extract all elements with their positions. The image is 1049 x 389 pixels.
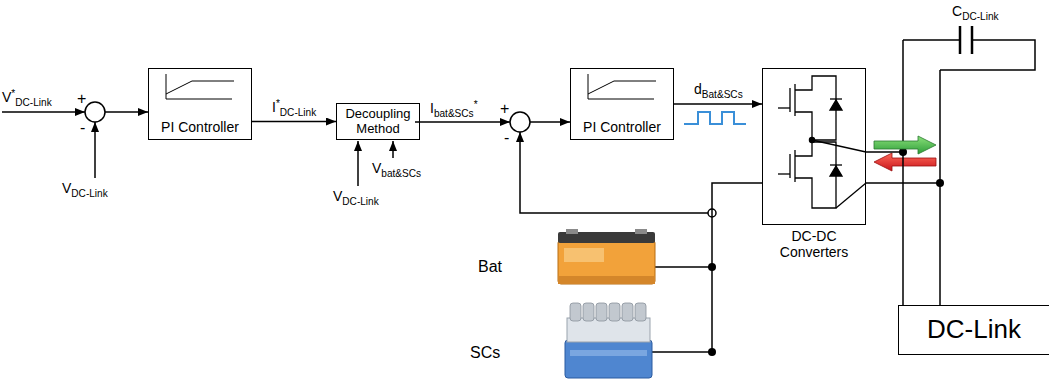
pwm-pulse xyxy=(684,112,746,124)
storage-wire xyxy=(652,351,712,353)
text-part: DC-Link xyxy=(71,188,107,199)
controller-box: PI Controller xyxy=(148,68,252,140)
node-text: DC-DC Converters xyxy=(774,229,854,260)
capacitor-symbol xyxy=(959,26,962,54)
mosfet-symbol xyxy=(778,140,842,208)
mosfet-symbol xyxy=(778,76,842,140)
sign-label: - xyxy=(504,128,509,147)
text-part: DC-Link xyxy=(962,11,998,22)
sign-label: + xyxy=(500,99,509,118)
power-flow-arrow xyxy=(874,153,936,171)
text-part: V xyxy=(2,89,11,105)
edge-label: I*DC-Link xyxy=(271,98,317,119)
signal-label: Vbat&SCs xyxy=(372,160,421,180)
text-part: bat&SCs xyxy=(381,168,421,179)
signal-line xyxy=(105,111,148,113)
text-part: I xyxy=(272,99,276,115)
signal-label: VDC-Link xyxy=(333,188,379,208)
dc-rail xyxy=(902,40,904,152)
node-text: PI Controller xyxy=(161,120,239,136)
text-part: * xyxy=(276,98,280,109)
battery-picture xyxy=(558,229,655,284)
signal-line xyxy=(2,111,85,113)
signal-label: V*DC-Link xyxy=(2,88,52,109)
pi-icon xyxy=(166,74,232,99)
signal-line xyxy=(415,121,510,123)
signal-line xyxy=(392,141,394,158)
process-box: Decoupling Method xyxy=(336,103,420,140)
supercapacitor-picture xyxy=(565,303,652,378)
text-part: DC-Link xyxy=(280,107,316,118)
summing-junction xyxy=(510,112,530,132)
text-part: * xyxy=(474,99,478,110)
storage-wire xyxy=(655,266,712,268)
pi-icon xyxy=(588,74,654,99)
connector xyxy=(866,152,903,305)
junction-dot xyxy=(708,263,716,271)
mosfet-wire xyxy=(836,183,866,208)
text-part: * xyxy=(11,88,15,99)
text-part: V xyxy=(372,160,381,176)
signal-label: VDC-Link xyxy=(62,180,108,200)
edge-label: dBat&SCs xyxy=(693,81,744,101)
text-part: d xyxy=(694,81,702,97)
feedback-line xyxy=(520,132,712,213)
text-part: bat&SCs xyxy=(434,108,474,119)
junction-dot xyxy=(936,179,944,187)
connector xyxy=(252,121,336,123)
node-text: PI Controller xyxy=(583,120,661,136)
converter-outline xyxy=(762,68,866,225)
text-part: Bat&SCs xyxy=(702,89,743,100)
signal-line xyxy=(530,121,570,123)
junction-dot xyxy=(708,348,716,356)
storage-wire xyxy=(712,183,762,352)
text-part: C xyxy=(952,3,962,19)
text-part: V xyxy=(333,188,342,204)
dc-link-box: DC-Link xyxy=(898,305,1049,355)
capacitor-wire xyxy=(903,40,1035,70)
component-label: CDC-Link xyxy=(952,3,999,23)
text-part: I xyxy=(430,100,434,116)
dc-rail xyxy=(939,70,941,305)
controller-box: PI Controller xyxy=(570,68,674,140)
converter-box: DC-DC Converters xyxy=(762,68,866,260)
summing-junction xyxy=(85,102,105,122)
node-text: Decoupling Method xyxy=(341,107,415,136)
text-part: V xyxy=(62,180,71,196)
signal-label: Ibat&SCs* xyxy=(430,99,478,120)
connector xyxy=(674,103,762,105)
mosfet-wire xyxy=(812,140,866,152)
pi-icon xyxy=(588,81,656,94)
signal-line xyxy=(357,141,359,186)
storage-label: Bat xyxy=(478,257,502,276)
signal-line xyxy=(94,122,96,178)
capacitor-symbol xyxy=(971,26,974,54)
sign-label: + xyxy=(77,89,86,108)
node-text: DC-Link xyxy=(927,315,1021,344)
pi-icon xyxy=(166,81,234,94)
storage-label: SCs xyxy=(470,343,500,362)
sign-label: - xyxy=(80,118,85,137)
text-part: DC-Link xyxy=(15,97,51,108)
text-part: DC-Link xyxy=(342,196,378,207)
